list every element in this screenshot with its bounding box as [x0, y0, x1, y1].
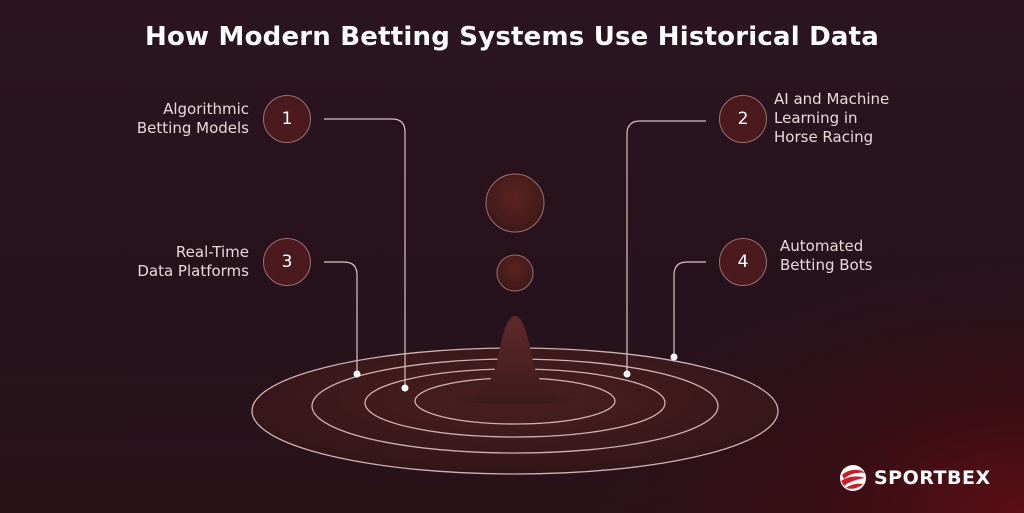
connector-1 — [324, 118, 406, 388]
connector-1-dot — [401, 384, 409, 392]
step-2-label: AI and Machine Learning in Horse Racing — [774, 90, 889, 147]
step-1-label: Algorithmic Betting Models — [137, 100, 249, 138]
connector-4-dot — [670, 353, 678, 361]
connector-4 — [673, 261, 706, 357]
connector-2 — [626, 120, 706, 374]
page-title: How Modern Betting Systems Use Historica… — [145, 22, 879, 52]
step-2-label-line: AI and Machine — [774, 90, 890, 108]
connector-3 — [324, 261, 358, 374]
drop-large — [485, 173, 545, 233]
step-1-label-line: Betting Models — [136, 119, 249, 137]
step-4-badge: 4 — [719, 238, 767, 286]
step-2-badge: 2 — [719, 95, 767, 143]
step-3-label: Real-Time Data Platforms — [137, 243, 249, 281]
step-3-label-line: Data Platforms — [137, 262, 249, 280]
brand-name: SPORTBEX — [874, 467, 991, 489]
connector-3-dot — [353, 370, 361, 378]
step-4-label-line: Betting Bots — [780, 256, 873, 274]
drop-small — [496, 254, 534, 292]
step-4-label-line: Automated — [780, 237, 864, 255]
connector-2-dot — [623, 370, 631, 378]
sportbex-ball-icon — [840, 465, 866, 491]
splash-peak — [455, 316, 575, 405]
step-2-label-line: Horse Racing — [774, 128, 874, 146]
step-4-label: Automated Betting Bots — [780, 237, 872, 275]
step-3-badge: 3 — [263, 238, 311, 286]
step-3-label-line: Real-Time — [175, 243, 249, 261]
brand-logo: SPORTBEX — [838, 462, 991, 494]
step-1-badge: 1 — [263, 95, 311, 143]
step-2-label-line: Learning in — [774, 109, 858, 127]
step-1-label-line: Algorithmic — [163, 100, 249, 118]
